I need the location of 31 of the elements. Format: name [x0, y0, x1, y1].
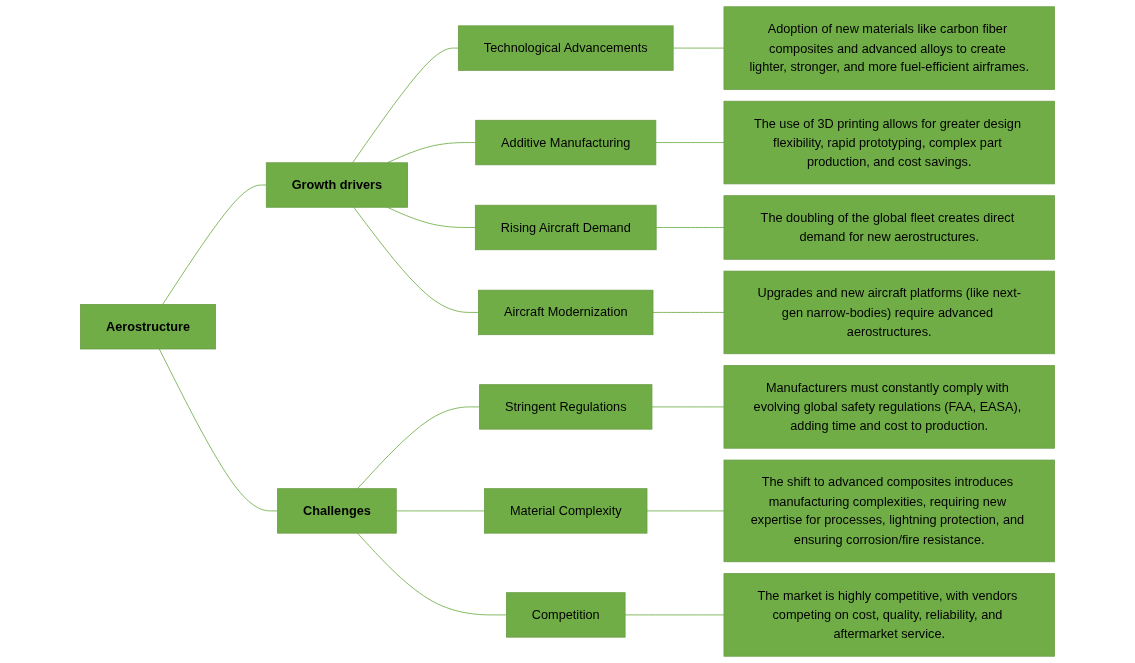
connector	[357, 406, 480, 490]
node-box: The shift to advanced composites introduces manufacturing complexities, requiring new expertise for processes, lightning protection, and ensuring corrosion/fire resistance.	[723, 459, 1055, 563]
node-box: The doubling of the global fleet creates direct demand for new aerostructures.	[723, 195, 1055, 260]
node-box: The use of 3D printing allows for greater design flexibility, rapid prototyping, complex part production, and cost savings.	[723, 100, 1055, 185]
connector	[395, 510, 485, 512]
connector	[357, 532, 507, 616]
connector	[655, 227, 725, 228]
node-box: Aerostructure	[80, 304, 216, 350]
connector	[624, 614, 725, 616]
node-box: Technological Advancements	[457, 25, 674, 71]
node-box: Competition	[506, 592, 626, 638]
connector	[652, 312, 725, 313]
node-box: Material Complexity	[484, 488, 648, 534]
node-box: Rising Aircraft Demand	[474, 204, 657, 251]
node-box: The market is highly competitive, with vendors competing on cost, quality, reliability, and aftermarket service.	[723, 573, 1055, 657]
connector	[162, 184, 267, 305]
connector	[672, 47, 725, 49]
connector	[353, 206, 479, 313]
node-box: Adoption of new materials like carbon fiber composites and advanced alloys to create lighter, stronger, and more fuel-efficient airframes.	[723, 6, 1055, 90]
connector	[646, 510, 725, 512]
node-box: Challenges	[277, 488, 397, 534]
node-box: Growth drivers	[265, 162, 408, 208]
connector	[651, 406, 725, 408]
node-box: Stringent Regulations	[479, 384, 653, 430]
connector	[158, 348, 279, 512]
connector	[655, 142, 725, 143]
node-box: Additive Manufacturing	[475, 119, 657, 166]
node-box: Manufacturers must constantly comply with evolving global safety regulations (FAA, EASA), adding time and cost to production.	[723, 365, 1055, 449]
connector	[352, 47, 459, 164]
node-box: Upgrades and new aircraft platforms (like next-gen narrow-bodies) require advanced aerostructures.	[723, 270, 1055, 355]
node-box: Aircraft Modernization	[478, 289, 654, 336]
